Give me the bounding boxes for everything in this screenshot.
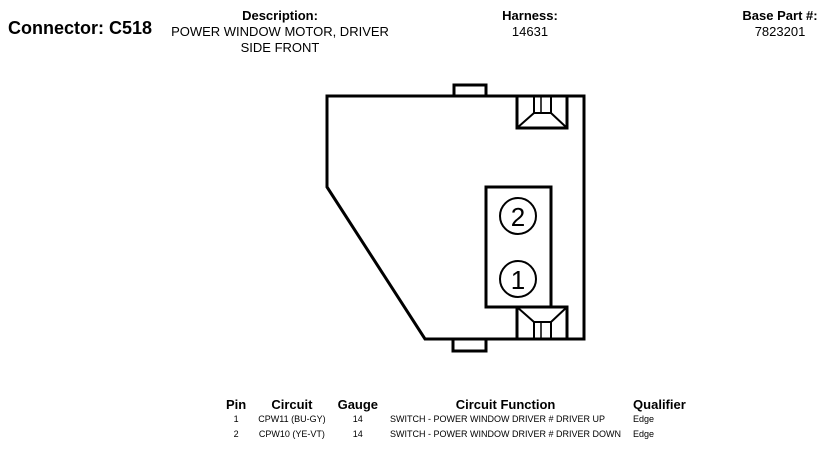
description-label: Description: [242, 8, 318, 23]
header-qualifier: Qualifier [633, 397, 686, 412]
harness-block: Harness: 14631 [480, 8, 580, 40]
top-right-latch [515, 94, 569, 130]
pin-table: Pin Circuit Gauge Circuit Function Quali… [220, 397, 692, 442]
pin-table-header: Pin Circuit Gauge Circuit Function Quali… [220, 397, 692, 412]
base-part-label: Base Part #: [742, 8, 818, 23]
row-function: SWITCH - POWER WINDOW DRIVER # DRIVER UP [390, 414, 606, 424]
pin-1-label: 1 [511, 265, 525, 295]
header-gauge: Gauge [337, 397, 379, 412]
row-pin: 2 [233, 429, 239, 439]
header-circuit: Circuit [271, 397, 313, 412]
pin-2-circle [499, 197, 537, 235]
row-pin: 1 [233, 414, 239, 424]
table-row: 2 CPW10 (YE-VT) 14 SWITCH - POWER WINDOW… [220, 427, 692, 442]
bottom-latch-tab [451, 337, 488, 353]
row-circuit: CPW10 (YE-VT) [258, 429, 325, 439]
connector-title: Connector: C518 [8, 18, 153, 38]
row-circuit: CPW11 (BU-GY) [258, 414, 326, 424]
row-gauge: 14 [352, 414, 363, 424]
pin-2-label: 2 [511, 202, 525, 232]
table-row: 1 CPW11 (BU-GY) 14 SWITCH - POWER WINDOW… [220, 412, 692, 427]
harness-value: 14631 [511, 24, 549, 39]
description-line-2: SIDE FRONT [240, 40, 320, 55]
row-qualifier: Edge [633, 429, 655, 439]
pin-cavity-block [484, 185, 553, 309]
base-part-value: 7823201 [754, 24, 806, 39]
harness-label: Harness: [502, 8, 558, 23]
bottom-right-latch [515, 305, 569, 341]
row-function: SWITCH - POWER WINDOW DRIVER # DRIVER DO… [390, 429, 622, 439]
description-block: Description: POWER WINDOW MOTOR, DRIVER … [160, 8, 400, 56]
header-pin: Pin [226, 397, 247, 412]
pin-1-circle [499, 260, 537, 298]
row-qualifier: Edge [633, 414, 655, 424]
base-part-block: Base Part #: 7823201 [725, 8, 827, 40]
description-line-1: POWER WINDOW MOTOR, DRIVER [171, 24, 389, 39]
header-circuit-function: Circuit Function [455, 397, 556, 412]
top-latch-tab [452, 83, 488, 98]
row-gauge: 14 [352, 429, 363, 439]
